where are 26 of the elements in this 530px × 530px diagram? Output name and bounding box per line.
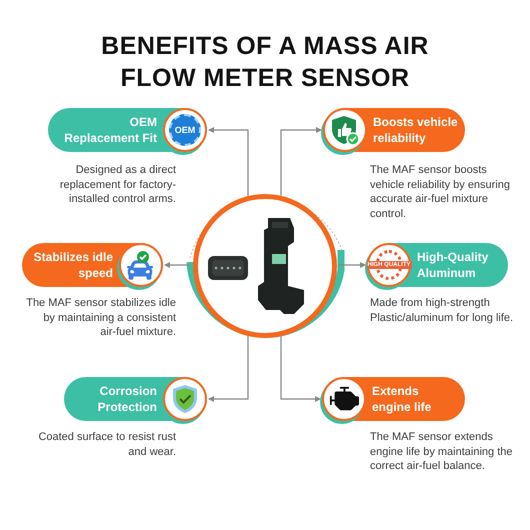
- title: BENEFITS OF A MASS AIR FLOW METER SENSOR: [100, 31, 430, 94]
- description-text: The MAF sensor extends engine life by maintaining the correct air-fuel balance.: [370, 430, 514, 474]
- pill-heading: High-Quality Aluminum: [417, 249, 490, 281]
- pill-heading: Stabilizes idle speed: [32, 249, 113, 281]
- feature-pill: [22, 243, 163, 287]
- connector-arrow: [208, 127, 249, 196]
- connector-arrow: [280, 336, 321, 402]
- connector-arrow: [164, 262, 189, 268]
- feature-pill: [64, 377, 207, 421]
- pill-heading: Extends engine life: [372, 383, 432, 415]
- connector-arrow: [208, 336, 249, 402]
- seal-text: OEM: [174, 126, 196, 134]
- pill-heading: OEM Replacement Fit: [63, 114, 157, 146]
- feature-pill: [322, 377, 465, 421]
- description-text: Designed as a direct replacement for factory-installed control arms.: [58, 163, 176, 206]
- feature-pill: [48, 108, 207, 152]
- connector-arrow: [280, 127, 322, 196]
- pill-heading: Boosts vehicle reliability: [373, 114, 459, 146]
- feature-pill: [323, 108, 465, 152]
- description-text: Made from high-strength Plastic/aluminum for long life.: [370, 296, 514, 325]
- connector-arrow: [339, 262, 366, 268]
- description-text: Coated surface to resist rust and wear.: [37, 430, 176, 459]
- pill-heading: Corrosion Protection: [96, 383, 157, 415]
- description-text: The MAF sensor stabilizes idle by maintaining a consistent air-fuel mixture.: [26, 296, 176, 340]
- description-text: The MAF sensor boosts vehicle reliability by ensuring accurate air-fuel mixture control.: [370, 163, 512, 221]
- feature-pill: [367, 243, 508, 287]
